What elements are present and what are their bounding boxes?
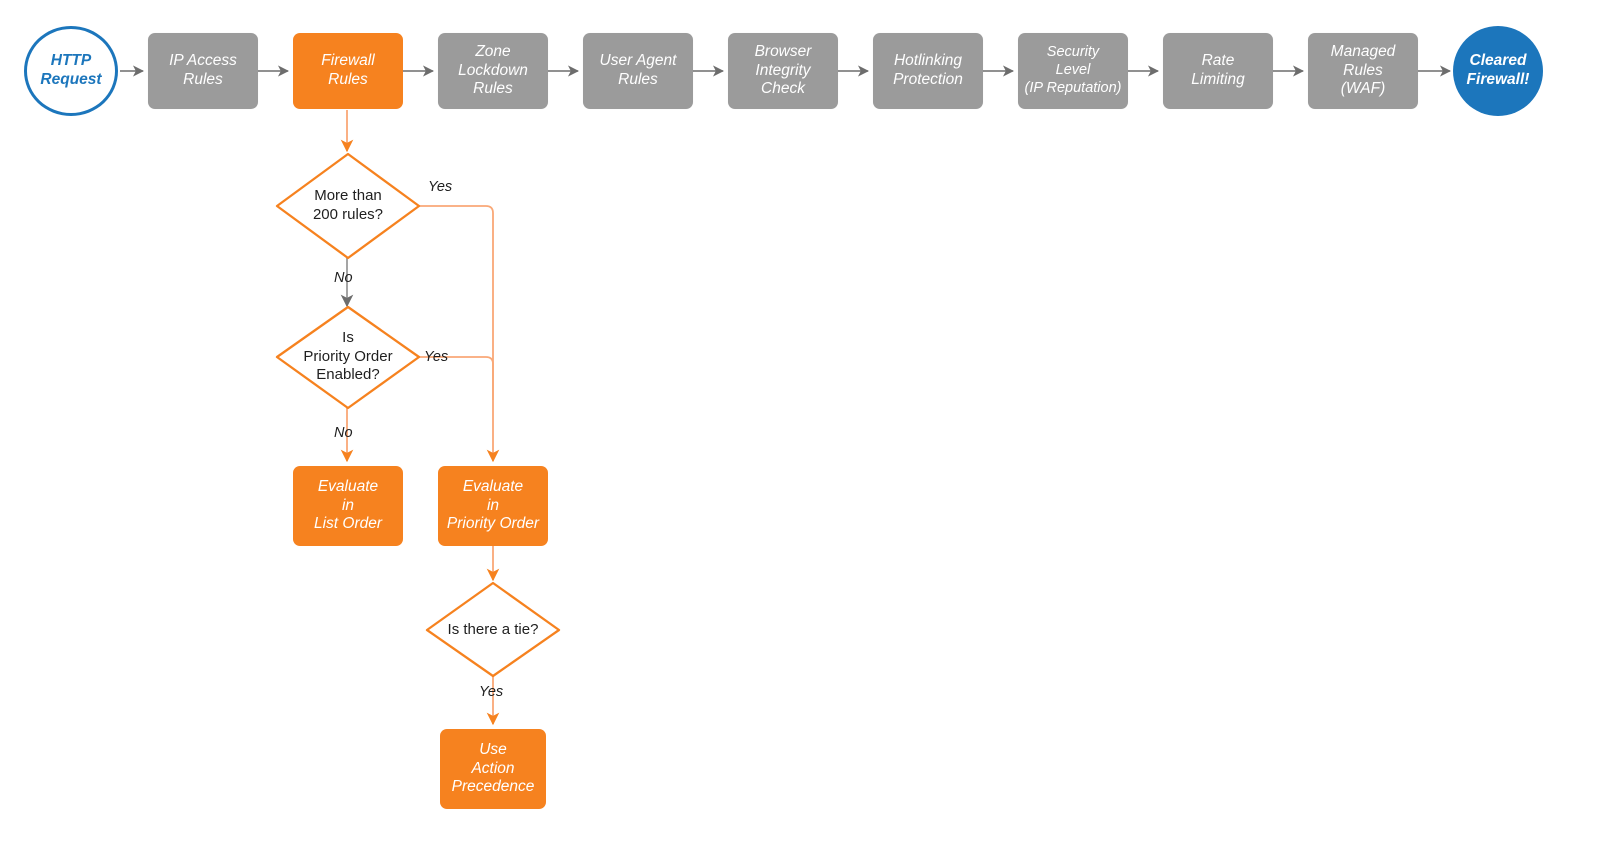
decision-shape-is-priority-order-enabled bbox=[275, 305, 421, 410]
node-evaluate-in-priority-order[interactable]: Evaluate in Priority Order bbox=[438, 466, 548, 546]
node-firewall-rules[interactable]: Firewall Rules bbox=[293, 33, 403, 109]
node-evaluate-in-list-order[interactable]: Evaluate in List Order bbox=[293, 466, 403, 546]
node-managed-rules-waf[interactable]: Managed Rules (WAF) bbox=[1308, 33, 1418, 109]
edge-label-yes-is-there-a-tie: Yes bbox=[479, 684, 504, 700]
node-cleared-firewall[interactable]: Cleared Firewall! bbox=[1453, 26, 1543, 116]
edge-label-yes-is-priority-order-enabled: Yes bbox=[424, 349, 449, 365]
node-user-agent-rules[interactable]: User Agent Rules bbox=[583, 33, 693, 109]
node-use-action-precedence[interactable]: Use Action Precedence bbox=[440, 729, 546, 809]
decision-label-is-priority-order-enabled[interactable]: Is Priority Order Enabled? bbox=[303, 328, 393, 384]
decision-shape-is-there-a-tie bbox=[425, 581, 561, 678]
decision-shape-more-than-200-rules bbox=[275, 152, 421, 260]
decision-label-more-than-200-rules[interactable]: More than 200 rules? bbox=[312, 187, 384, 223]
edge-decision1-yes-to-priority-order bbox=[419, 205, 500, 463]
edge-label-no-is-priority-order-enabled: No bbox=[334, 425, 353, 441]
decision-label-is-there-a-tie[interactable]: Is there a tie? bbox=[447, 620, 539, 638]
node-rate-limiting[interactable]: Rate Limiting bbox=[1163, 33, 1273, 109]
node-hotlinking-protection[interactable]: Hotlinking Protection bbox=[873, 33, 983, 109]
edge-label-no-more-than-200-rules: No bbox=[334, 270, 353, 286]
edge-label-yes-more-than-200-rules: Yes bbox=[428, 179, 453, 195]
node-browser-integrity-check[interactable]: Browser Integrity Check bbox=[728, 33, 838, 109]
node-http-request[interactable]: HTTP Request bbox=[24, 26, 118, 116]
node-zone-lockdown-rules[interactable]: Zone Lockdown Rules bbox=[438, 33, 548, 109]
node-ip-access-rules[interactable]: IP Access Rules bbox=[148, 33, 258, 109]
node-security-level-ip-reputation[interactable]: Security Level (IP Reputation) bbox=[1018, 33, 1128, 109]
